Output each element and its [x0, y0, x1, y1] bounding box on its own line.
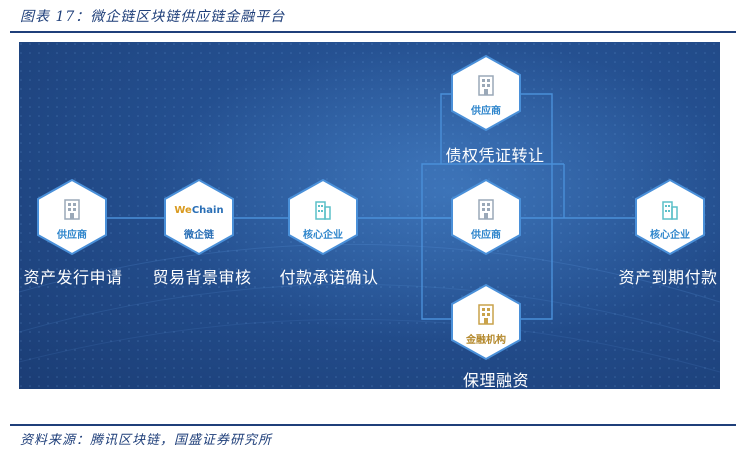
logo-we: We	[174, 205, 192, 216]
building-icon	[478, 199, 494, 220]
building-icon	[64, 199, 80, 220]
source-rule	[10, 424, 736, 426]
caption-asset-issuance: 资产发行申请	[23, 268, 123, 287]
logo-chain: Chain	[191, 205, 224, 216]
node-core-left: 核心企业	[286, 178, 360, 256]
node-wechain: WeChain 微企链	[162, 178, 236, 256]
caption-claim-transfer: 债权凭证转让	[445, 146, 545, 165]
node-label: 核心企业	[303, 230, 343, 241]
node-supplier-left: 供应商	[35, 178, 109, 256]
hexagon-frame	[288, 178, 358, 256]
figure-source: 资料来源：腾讯区块链，国盛证券研究所	[20, 433, 273, 448]
wechain-logo: WeChain	[162, 205, 236, 216]
building-icon	[478, 304, 494, 325]
figure-title: 图表 17：微企链区块链供应链金融平台	[20, 9, 286, 25]
node-finance: 金融机构	[449, 283, 523, 361]
title-rule	[10, 31, 736, 33]
node-label: 金融机构	[466, 335, 506, 346]
node-label: 微企链	[184, 230, 214, 241]
diagram-panel: 供应商 WeChain 微企链 核心企业 供应商	[19, 42, 720, 389]
caption-maturity-payment: 资产到期付款	[618, 268, 718, 287]
building-icon	[662, 201, 678, 220]
flow-lines	[19, 42, 720, 389]
caption-factoring-finance: 保理融资	[462, 371, 530, 389]
node-label: 供应商	[57, 230, 87, 241]
node-label: 核心企业	[650, 230, 690, 241]
connector-lines	[107, 93, 636, 320]
caption-trade-review: 贸易背景审核	[152, 268, 252, 287]
node-label: 供应商	[471, 106, 501, 117]
hexagon-frame	[635, 178, 705, 256]
node-label: 供应商	[471, 230, 501, 241]
caption-payment-commitment: 付款承诺确认	[279, 268, 379, 287]
building-icon	[478, 75, 494, 96]
node-supplier-top: 供应商	[449, 54, 523, 132]
hexagon-frame	[164, 178, 234, 256]
node-core-right: 核心企业	[633, 178, 707, 256]
node-supplier-mid: 供应商	[449, 178, 523, 256]
building-icon	[315, 201, 331, 220]
